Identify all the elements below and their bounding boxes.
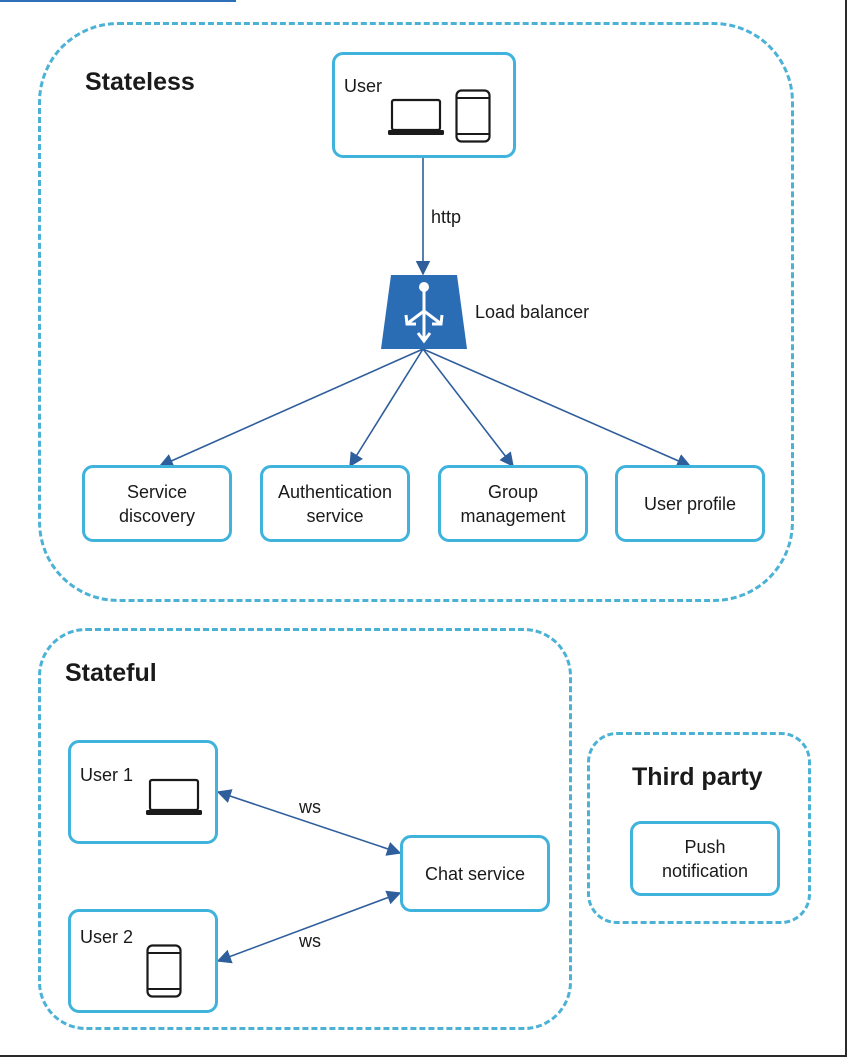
user-1-label: User 1 [80,765,134,785]
laptop-icon [388,98,444,135]
user-profile-node: User profile [615,465,765,542]
user-node-label: User [344,76,383,96]
frame-top-edge [0,0,236,2]
service-discovery-node: Service discovery [82,465,232,542]
stateless-zone-title: Stateless [85,68,195,96]
third-party-zone-title: Third party [632,763,763,791]
group-management-label: Group management [460,481,566,526]
push-notification-label: Push notification [661,836,749,881]
edge-user1-to-chat-service [216,789,402,856]
chat-service-node: Chat service [400,835,550,912]
edge-lb-to-service-discovery [158,348,424,468]
edge-lb-to-group-management [422,348,514,468]
edge-lb-to-user-profile [422,348,692,468]
stateful-zone [38,628,572,1030]
third-party-zone [587,732,811,924]
edge-label-ws-user2: ws [299,931,321,951]
user-node [332,52,516,158]
phone-icon [455,89,491,143]
stateless-zone [38,22,794,602]
load-balancer-label: Load balancer [475,302,590,322]
user-1-node [68,740,218,844]
group-management-node: Group management [438,465,588,542]
edge-user2-to-chat-service [216,890,402,964]
chat-service-label: Chat service [424,863,526,884]
service-discovery-label: Service discovery [118,481,196,526]
edge-label-ws-user1: ws [299,797,321,817]
edge-lb-to-authentication-service [349,348,424,468]
load-balancer-icon [381,275,467,349]
edge-label-http: http [431,207,462,227]
stateful-zone-title: Stateful [65,659,157,687]
authentication-service-label: Authentication service [277,481,393,526]
push-notification-node: Push notification [630,821,780,896]
user-2-label: User 2 [80,927,134,947]
laptop-icon [146,778,202,815]
user-2-node [68,909,218,1013]
authentication-service-node: Authentication service [260,465,410,542]
phone-icon [146,944,182,998]
frame-right-edge [845,0,847,1057]
frame-bottom-edge [0,1055,847,1057]
user-profile-label: User profile [643,493,737,514]
